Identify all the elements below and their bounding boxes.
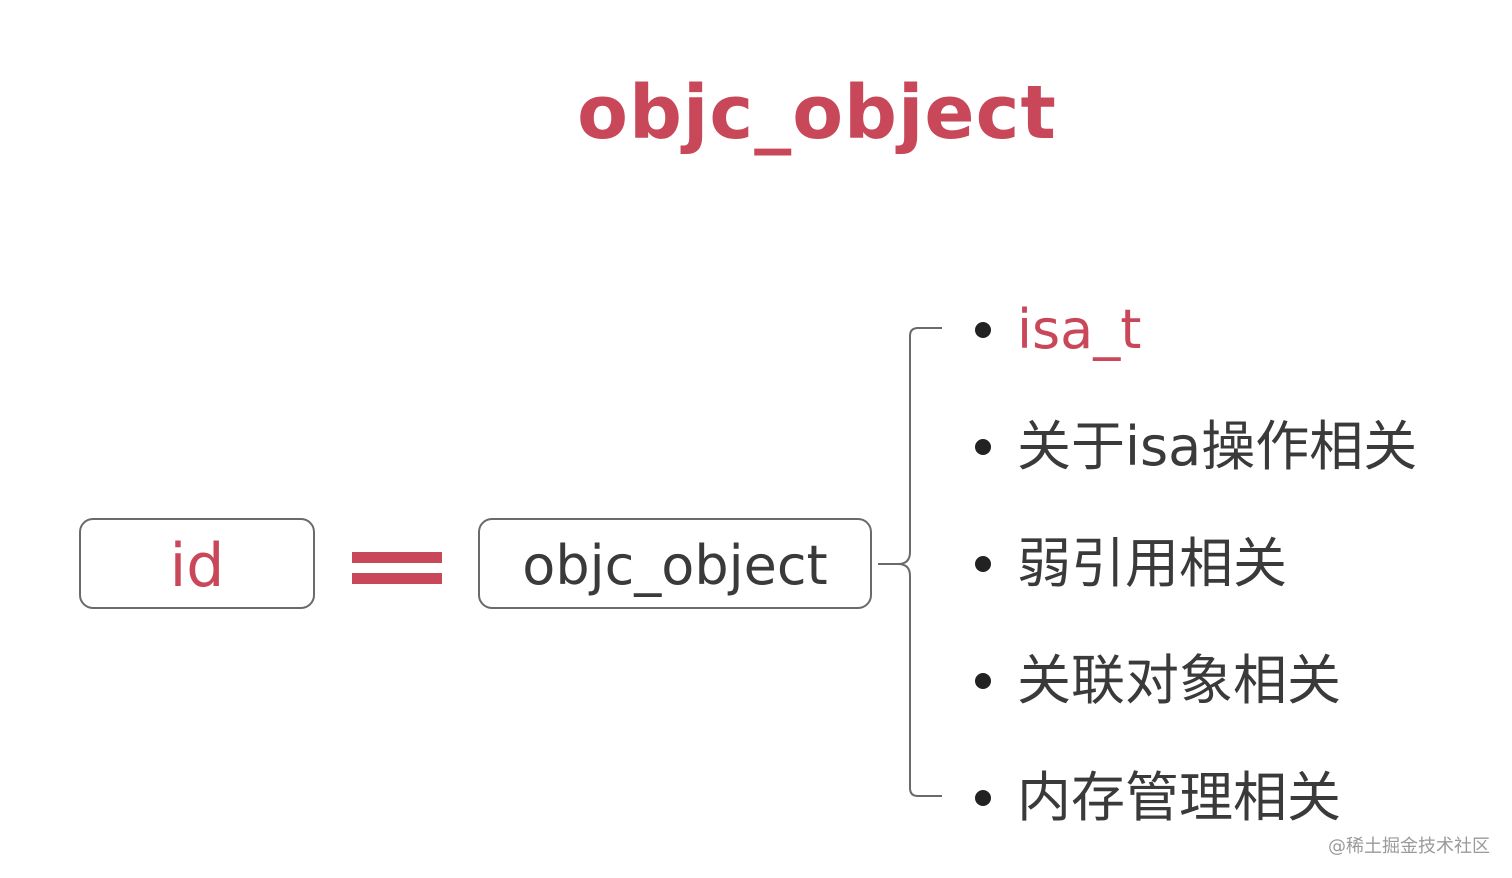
- member-item-isa: isa_t: [975, 290, 1141, 370]
- equals-bar-top: [352, 552, 442, 563]
- member-label: 关联对象相关: [1017, 649, 1341, 712]
- id-box: id: [79, 518, 315, 609]
- member-brace: [878, 327, 942, 797]
- member-item-associated-objects: 关联对象相关: [975, 641, 1341, 721]
- member-item-weak-ref: 弱引用相关: [975, 524, 1287, 604]
- objc-object-box-label: objc_object: [522, 533, 828, 597]
- member-item-memory-management: 内存管理相关: [975, 758, 1341, 838]
- id-box-label: id: [169, 530, 225, 601]
- member-item-isa-ops: 关于isa操作相关: [975, 407, 1417, 487]
- diagram-title: objc_object: [577, 70, 1057, 156]
- member-label: 弱引用相关: [1017, 532, 1287, 595]
- bullet-icon: [975, 322, 991, 338]
- member-brace-path: [878, 327, 942, 797]
- equals-sign: [352, 552, 442, 584]
- member-label: 内存管理相关: [1017, 766, 1341, 829]
- bullet-icon: [975, 673, 991, 689]
- watermark: @稀土掘金技术社区: [1328, 836, 1490, 857]
- member-label: 关于isa操作相关: [1017, 415, 1418, 478]
- bullet-icon: [975, 439, 991, 455]
- bullet-icon: [975, 790, 991, 806]
- objc-object-box: objc_object: [478, 518, 872, 609]
- member-label: isa_t: [1017, 298, 1142, 361]
- bullet-icon: [975, 556, 991, 572]
- equals-bar-bottom: [352, 573, 442, 584]
